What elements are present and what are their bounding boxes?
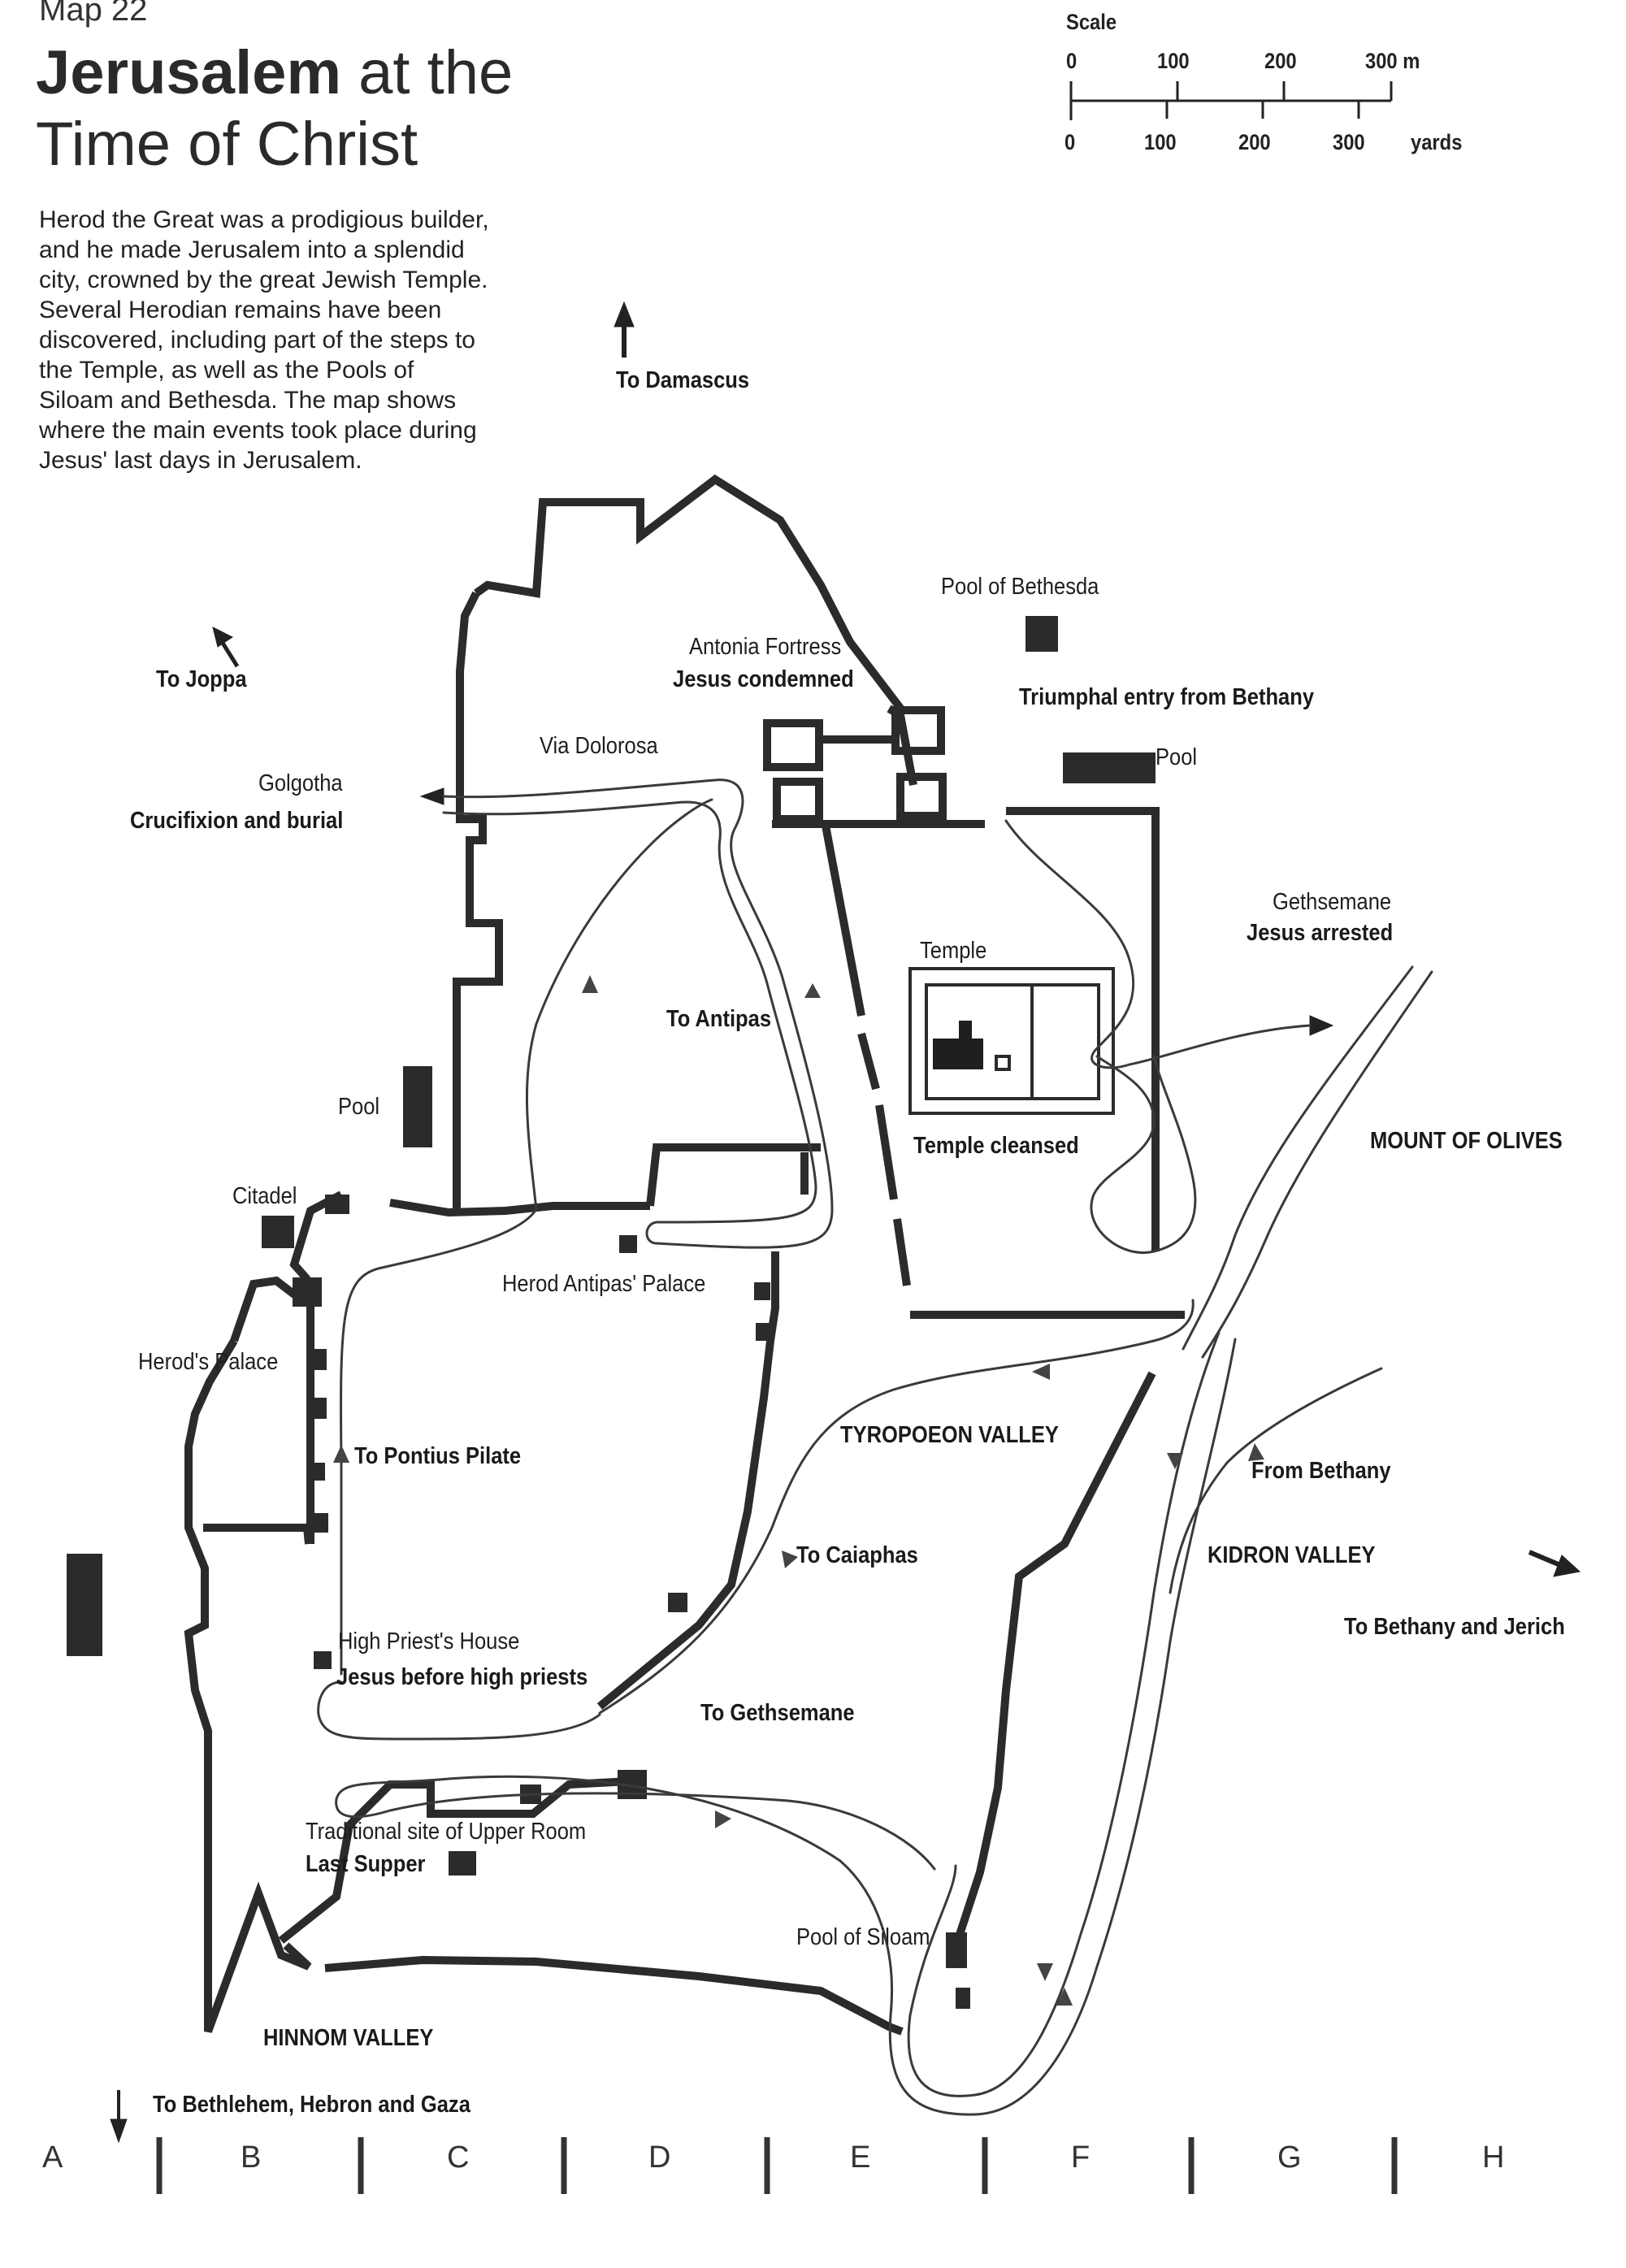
label-temple: Temple — [920, 938, 987, 964]
pool-east-block — [1063, 752, 1156, 783]
pool-of-siloam-block — [946, 1932, 967, 1968]
scale-y-0: 0 — [1064, 130, 1076, 154]
title-line2: Time of Christ — [36, 110, 418, 179]
high-priest-house-block — [314, 1651, 332, 1669]
label-high-priests-house: High Priest's House — [338, 1628, 520, 1654]
temple-sanctuary — [933, 1021, 983, 1069]
scale-m-300: 300 m — [1365, 49, 1420, 73]
label-pool-of-siloam: Pool of Siloam — [796, 1924, 930, 1950]
label-tyropoeon-valley: TYROPOEON VALLEY — [840, 1422, 1059, 1448]
arrow-upleft-icon — [212, 627, 240, 668]
label-kidron-valley: KIDRON VALLEY — [1208, 1542, 1376, 1568]
arrow-up-icon — [614, 301, 635, 358]
label-to-antipas: To Antipas — [666, 1006, 772, 1032]
page-title: Jerusalem at the Time of Christ — [36, 37, 540, 180]
pool-west-block — [403, 1066, 432, 1147]
label-hinnom-valley: HINNOM VALLEY — [263, 2025, 434, 2051]
city-walls — [184, 474, 1185, 2036]
label-upper-room: Traditional site of Upper Room — [306, 1819, 587, 1845]
pool-far-west-block — [67, 1554, 102, 1656]
title-bold: Jerusalem — [36, 38, 342, 107]
label-pool-west: Pool — [338, 1094, 380, 1120]
grid-col-h: H — [1482, 2140, 1505, 2175]
direction-arrows — [110, 301, 1581, 2144]
label-triumphal-entry: Triumphal entry from Bethany — [1019, 684, 1315, 710]
grid-separators — [156, 2137, 1398, 2194]
temple-building — [908, 967, 1115, 1115]
label-jesus-arrested: Jesus arrested — [1247, 920, 1394, 946]
label-to-joppa: To Joppa — [156, 666, 247, 692]
pool-of-bethesda-block — [1025, 616, 1058, 652]
label-jesus-before-priests: Jesus before high priests — [336, 1664, 588, 1690]
label-pool-of-bethesda: Pool of Bethesda — [941, 574, 1099, 600]
arrow-down-icon — [110, 2090, 128, 2144]
grid-col-a: A — [42, 2140, 63, 2175]
herod-antipas-palace-block — [619, 1235, 637, 1253]
grid-col-b: B — [241, 2140, 262, 2175]
label-mount-of-olives: MOUNT OF OLIVES — [1370, 1128, 1563, 1154]
route-markers — [333, 975, 1264, 2006]
scale-yards-unit: yards — [1411, 130, 1463, 154]
grid-col-d: D — [648, 2140, 671, 2175]
grid-col-f: F — [1071, 2140, 1091, 2175]
label-via-dolorosa: Via Dolorosa — [540, 733, 658, 759]
label-to-caiaphas: To Caiaphas — [796, 1542, 918, 1568]
scale-title: Scale — [1066, 10, 1117, 34]
scale-m-100: 100 — [1157, 49, 1190, 73]
buildings — [67, 616, 1156, 2009]
label-gethsemane: Gethsemane — [1273, 889, 1392, 915]
routes — [317, 778, 1433, 2116]
label-to-bethlehem: To Bethlehem, Hebron and Gaza — [153, 2092, 470, 2118]
grid-col-c: C — [447, 2140, 470, 2175]
label-to-pontius-pilate: To Pontius Pilate — [354, 1443, 522, 1469]
grid-col-g: G — [1277, 2140, 1302, 2175]
label-to-gethsemane: To Gethsemane — [700, 1700, 855, 1726]
label-citadel: Citadel — [232, 1183, 297, 1209]
label-to-bethany-jericho: To Bethany and Jerich — [1344, 1614, 1565, 1640]
label-antonia-fortress: Antonia Fortress — [689, 634, 842, 660]
scale-y-200: 200 — [1238, 130, 1271, 154]
scale-m-0: 0 — [1066, 49, 1077, 73]
label-temple-cleansed: Temple cleansed — [913, 1133, 1079, 1159]
label-crucifixion: Crucifixion and burial — [130, 808, 344, 834]
label-pool-east: Pool — [1156, 744, 1198, 770]
scale-y-300: 300 — [1333, 130, 1365, 154]
label-to-damascus: To Damascus — [616, 367, 750, 393]
scale-y-100: 100 — [1144, 130, 1177, 154]
label-herod-antipas-palace: Herod Antipas' Palace — [502, 1271, 706, 1297]
title-rest: at the — [341, 38, 514, 107]
intro-paragraph: Herod the Great was a prodigious builder… — [39, 206, 489, 474]
arrow-downright-icon — [1528, 1550, 1581, 1577]
arrow-right-gethsemane-icon — [1309, 1015, 1334, 1036]
label-last-supper: Last Supper — [306, 1851, 426, 1877]
label-from-bethany: From Bethany — [1251, 1458, 1391, 1484]
map-number: Map 22 — [39, 0, 148, 28]
grid-col-e: E — [850, 2140, 871, 2175]
label-herods-palace: Herod's Palace — [138, 1349, 279, 1375]
label-jesus-condemned: Jesus condemned — [673, 666, 854, 692]
label-golgotha: Golgotha — [258, 770, 343, 796]
arrow-left-icon — [419, 787, 444, 805]
scale-bar — [1069, 81, 1393, 120]
scale-m-200: 200 — [1264, 49, 1297, 73]
